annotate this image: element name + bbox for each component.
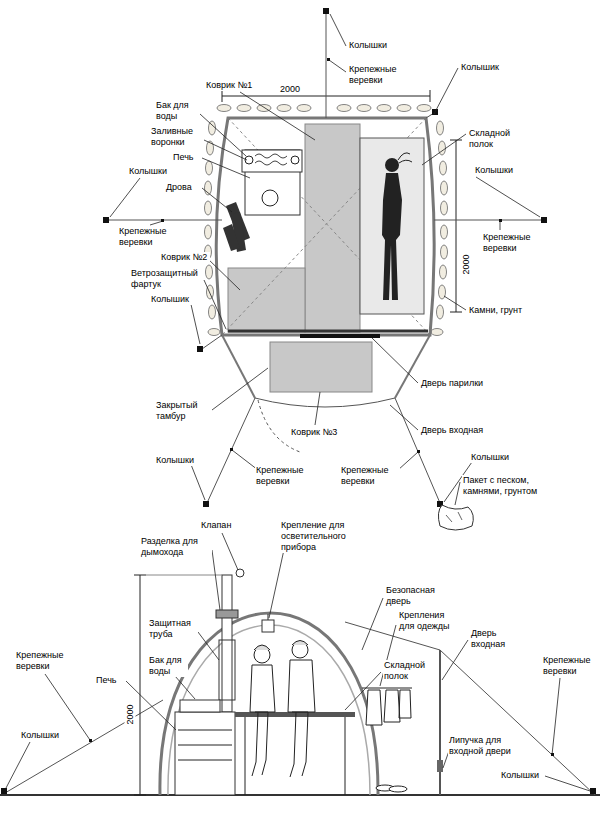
callout-label: Печь xyxy=(95,675,125,686)
callout-label: Крепежные веревки xyxy=(118,226,176,248)
dimension-label: 2000 xyxy=(125,700,136,730)
callout-label: Колышик xyxy=(460,62,510,73)
callout-label: Коврик №1 xyxy=(205,80,265,91)
callout-label: Крепления для одежды xyxy=(398,610,458,632)
callout-label: Крепежные веревки xyxy=(348,64,408,86)
callout-label: Коврик №2 xyxy=(160,252,210,263)
callout-label: Ветрозащитный фартук xyxy=(130,268,202,290)
callout-label: Закрытый тамбур xyxy=(155,400,210,422)
callout-label: Липучка для входной двери xyxy=(448,735,518,757)
callout-label: Камни, грунт xyxy=(468,305,532,316)
callout-label: Клапан xyxy=(200,520,240,531)
callout-label: Дверь входная xyxy=(420,425,490,436)
callout-label: Безопасная дверь xyxy=(385,585,445,607)
callout-label: Колышик xyxy=(150,294,195,305)
callout-label: Крепежные веревки xyxy=(482,232,537,254)
callout-label: Крепежные веревки xyxy=(340,465,400,487)
callout-label: Бак для воды xyxy=(148,655,188,677)
callout-label: Печь xyxy=(172,152,200,163)
callout-label: Крепление для осветительного прибора xyxy=(280,520,370,553)
callout-label: Коврик №3 xyxy=(290,427,345,438)
callout-label: Заливные воронки xyxy=(150,126,202,148)
callout-label: Складной полок xyxy=(468,128,518,150)
callout-label: Разделка для дымохода xyxy=(140,536,212,558)
dimension-label: 2000 xyxy=(275,84,305,95)
callout-label: Крепежные веревки xyxy=(15,650,73,672)
dimension-label: 2000 xyxy=(461,250,472,280)
callout-label: Дверь парилки xyxy=(420,378,490,389)
callout-label: Бак для воды xyxy=(155,100,200,122)
callout-label: Крепежные веревки xyxy=(542,655,594,677)
callout-label: Колышки xyxy=(474,165,524,176)
callout-label: Колышки xyxy=(155,455,203,466)
callout-label: Дрова xyxy=(165,182,200,193)
callout-label: Защитная труба xyxy=(148,618,198,640)
callout-label: Складной полок xyxy=(383,660,433,682)
callout-label: Колышки xyxy=(500,770,545,781)
callout-label: Колышки xyxy=(348,40,408,51)
callout-label: Крепежные веревки xyxy=(255,465,315,487)
callout-label: Пакет с песком, камнями, грунтом xyxy=(462,475,557,497)
callout-label: Колышки xyxy=(128,166,173,177)
callout-label: Колышки xyxy=(20,730,65,741)
callout-label: Дверь входная xyxy=(470,628,520,650)
callout-label: Колышки xyxy=(470,452,520,463)
